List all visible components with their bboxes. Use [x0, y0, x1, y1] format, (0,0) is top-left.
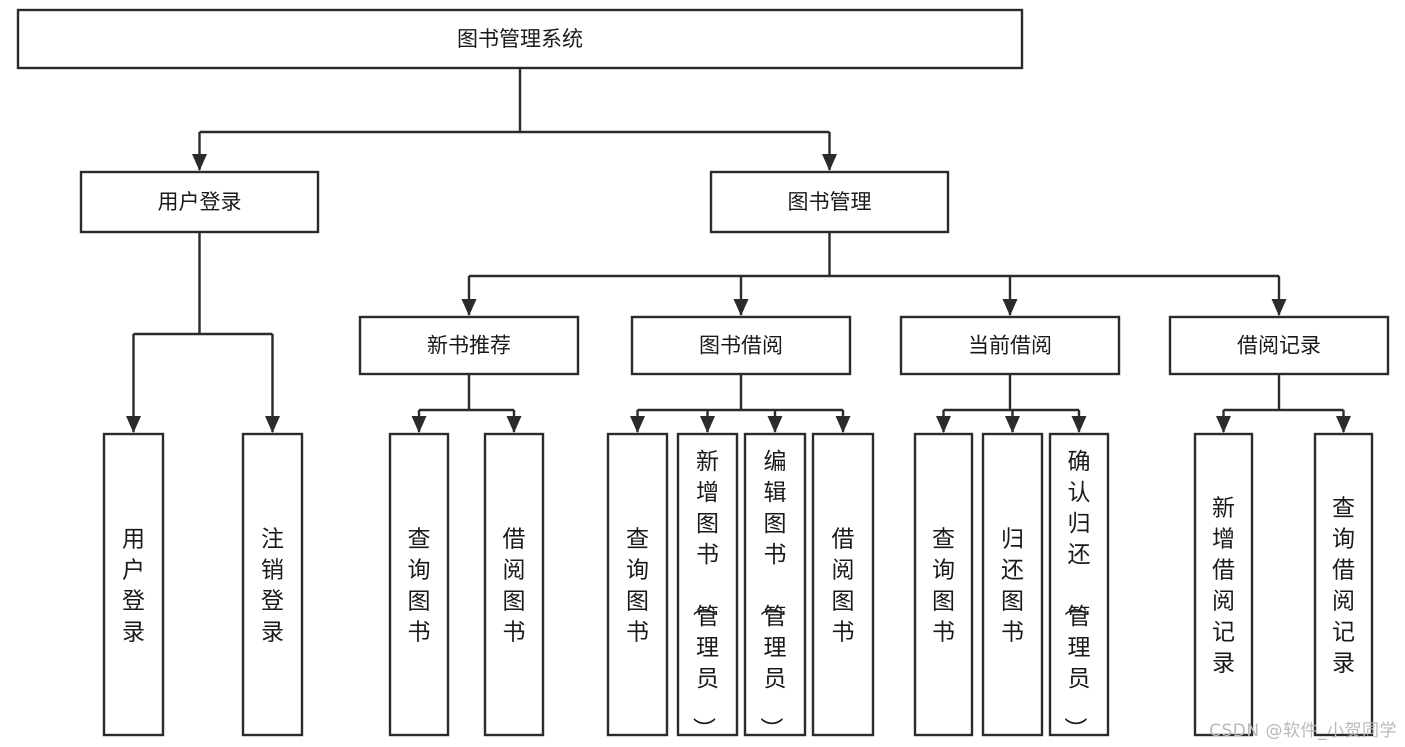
arrow-head-icon [630, 416, 645, 433]
node-label: 用户登录 [158, 190, 242, 214]
node-box [1048, 432, 1110, 737]
node-label: 图书借阅 [699, 334, 783, 358]
node-label: 借阅记录 [1237, 334, 1321, 358]
connector-lines [126, 68, 1351, 433]
leaf-label: 归还图书 [1001, 527, 1024, 646]
node-box [79, 170, 320, 234]
node-label: 图书管理系统 [457, 27, 583, 51]
node-label: 图书管理 [788, 190, 872, 214]
node-box [1193, 432, 1254, 737]
node-box [899, 315, 1121, 376]
root-node-book-management-system[interactable]: 图书管理系统 [16, 8, 1024, 70]
leaf-node-3[interactable]: 查询图书 [388, 432, 450, 737]
arrow-head-icon [1071, 416, 1087, 433]
leaf-label: 查询图书 [408, 527, 431, 646]
arrow-head-icon [700, 416, 715, 433]
arrow-head-icon [126, 416, 141, 433]
leaf-node-1[interactable]: 用户登录 [102, 432, 165, 737]
node-box [709, 170, 950, 234]
leaf-node-4[interactable]: 借阅图书 [483, 432, 545, 737]
arrow-head-icon [461, 299, 477, 316]
arrow-head-icon [506, 416, 522, 433]
arrow-head-icon [1216, 416, 1231, 433]
node-box [358, 315, 580, 376]
node-box [388, 432, 450, 737]
node-box [606, 432, 669, 737]
level2-node-2[interactable]: 图书管理 [709, 170, 950, 234]
node-box [16, 8, 1024, 70]
leaf-label: 新增借阅记录 [1212, 496, 1235, 677]
leaf-label: 查询图书 [932, 527, 955, 646]
node-box [1313, 432, 1374, 737]
node-box [241, 432, 304, 737]
arrow-head-icon [265, 416, 280, 433]
node-label: 当前借阅 [968, 334, 1052, 358]
node-boxes: 图书管理系统用户登录图书管理新书推荐图书借阅当前借阅借阅记录用户登录注销登录查询… [16, 8, 1390, 740]
node-box [811, 432, 875, 737]
leaf-node-5[interactable]: 查询图书 [606, 432, 669, 737]
leaf-node-13[interactable]: 查询借阅记录 [1313, 432, 1374, 737]
node-box [676, 432, 739, 737]
leaf-label: 查询图书 [626, 527, 649, 646]
level3-node-2[interactable]: 图书借阅 [630, 315, 852, 376]
level3-node-4[interactable]: 借阅记录 [1168, 315, 1390, 376]
leaf-node-7[interactable]: 编辑图书（管理员） [743, 432, 807, 740]
node-box [913, 432, 974, 737]
leaf-label: 借阅图书 [503, 527, 526, 646]
node-box [630, 315, 852, 376]
arrow-head-icon [936, 416, 951, 433]
node-box [102, 432, 165, 737]
arrow-head-icon [192, 154, 207, 171]
leaf-label: 借阅图书 [832, 527, 855, 646]
node-label: 新书推荐 [427, 334, 511, 358]
node-box [1168, 315, 1390, 376]
leaf-node-11[interactable]: 确认归还（管理员） [1048, 432, 1110, 740]
arrow-head-icon [411, 416, 427, 433]
node-box [981, 432, 1044, 737]
arrow-head-icon [1002, 299, 1018, 316]
leaf-label: 查询借阅记录 [1332, 496, 1355, 677]
arrow-head-icon [822, 154, 837, 171]
arrow-head-icon [1005, 416, 1020, 433]
arrow-head-icon [1336, 416, 1351, 433]
level2-node-1[interactable]: 用户登录 [79, 170, 320, 234]
leaf-node-6[interactable]: 新增图书（管理员） [676, 432, 739, 740]
leaf-label: 用户登录 [122, 527, 145, 646]
leaf-label: 编辑图书（管理员） [758, 449, 787, 740]
leaf-label: 注销登录 [261, 527, 284, 646]
arrow-head-icon [835, 416, 851, 433]
leaf-node-12[interactable]: 新增借阅记录 [1193, 432, 1254, 737]
leaf-node-8[interactable]: 借阅图书 [811, 432, 875, 737]
node-box [483, 432, 545, 737]
arrow-head-icon [767, 416, 783, 433]
level3-node-1[interactable]: 新书推荐 [358, 315, 580, 376]
leaf-label: 新增图书（管理员） [690, 449, 719, 740]
arrow-head-icon [733, 299, 749, 316]
leaf-node-2[interactable]: 注销登录 [241, 432, 304, 737]
leaf-node-9[interactable]: 查询图书 [913, 432, 974, 737]
arrow-head-icon [1271, 299, 1287, 316]
leaf-label: 确认归还（管理员） [1062, 449, 1091, 740]
leaf-node-10[interactable]: 归还图书 [981, 432, 1044, 737]
node-box [743, 432, 807, 737]
level3-node-3[interactable]: 当前借阅 [899, 315, 1121, 376]
